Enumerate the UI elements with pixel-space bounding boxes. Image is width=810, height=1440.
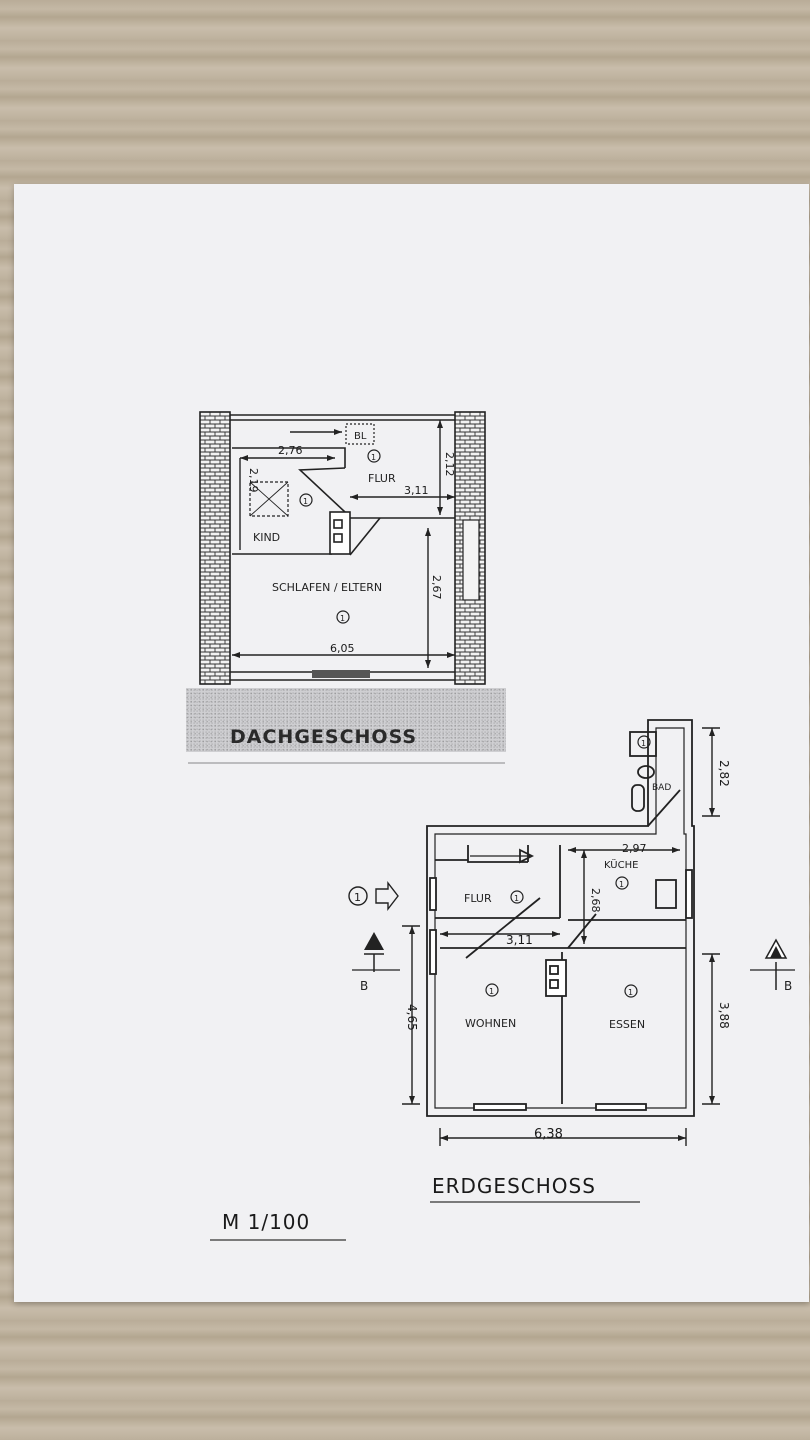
eg-wohnen-label: WOHNEN [465,1017,516,1030]
section-marker-left-icon [352,932,400,972]
dachgeschoss-title: DACHGESCHOSS [230,726,418,748]
dg-marker-schlafen: 1 [340,614,345,623]
section-label-left: B [360,979,368,993]
eg-marker-kueche: 1 [619,880,624,889]
section-marker-right-icon [750,938,795,990]
dg-schlafen-label: SCHLAFEN / ELTERN [272,581,382,594]
skylight-icon [249,481,289,517]
eg-marker-entrance: 1 [354,891,361,904]
scale-label: M 1/100 [222,1210,311,1234]
eg-dim-flur-width: 3,11 [506,933,533,947]
eg-essen-label: ESSEN [609,1018,645,1031]
dg-bl-label: BL [354,431,367,442]
eg-dim-total-width: 6,38 [534,1127,563,1142]
dg-marker-flur: 1 [371,453,376,462]
dachgeschoss-scan-shading [186,688,506,752]
eg-arrowheads [409,728,715,1141]
eg-marker-wohnen: 1 [489,987,494,996]
dg-dim-flur-depth: 2,12 [443,452,456,477]
eg-marker-bad: 1 [641,739,646,748]
entrance-arrow-icon [375,880,399,912]
dg-dim-schlafen-depth: 2,67 [430,575,443,600]
eg-dim-wohnen-depth: 4,65 [405,1004,419,1031]
dg-dim-kind-width: 2,76 [278,444,303,457]
dg-room-markers [299,449,381,624]
boiler-box [345,423,375,445]
erdgeschoss-title: ERDGESCHOSS [432,1174,596,1198]
dg-dim-flur-width: 3,11 [404,484,429,497]
eg-dimension-lines [402,727,720,1146]
dg-flur-label: FLUR [368,472,396,485]
window [312,670,370,678]
section-label-right: B [784,979,792,993]
eg-flur-label: FLUR [464,892,492,905]
eg-dim-essen-depth: 3,88 [717,1002,731,1029]
dg-kind-label: KIND [253,531,280,544]
dg-dim-total-width: 6,05 [330,642,355,655]
eg-kueche-label: KÜCHE [604,858,638,871]
dachgeschoss-plan [199,411,486,685]
dg-dim-kind-depth: 2,19 [247,468,260,493]
eg-bad-label: BAD [652,783,671,793]
eg-marker-flur: 1 [514,894,519,903]
eg-dim-kueche-width: 2,97 [622,842,647,855]
eg-marker-essen: 1 [628,988,633,997]
erdgeschoss-plan [426,719,695,1117]
dg-marker-kind: 1 [303,497,308,506]
left-brick-wall [199,411,231,685]
eg-dim-kueche-depth: 2,68 [589,888,602,913]
eg-dim-bad-depth: 2,82 [717,760,731,787]
eg-room-markers [348,735,651,998]
